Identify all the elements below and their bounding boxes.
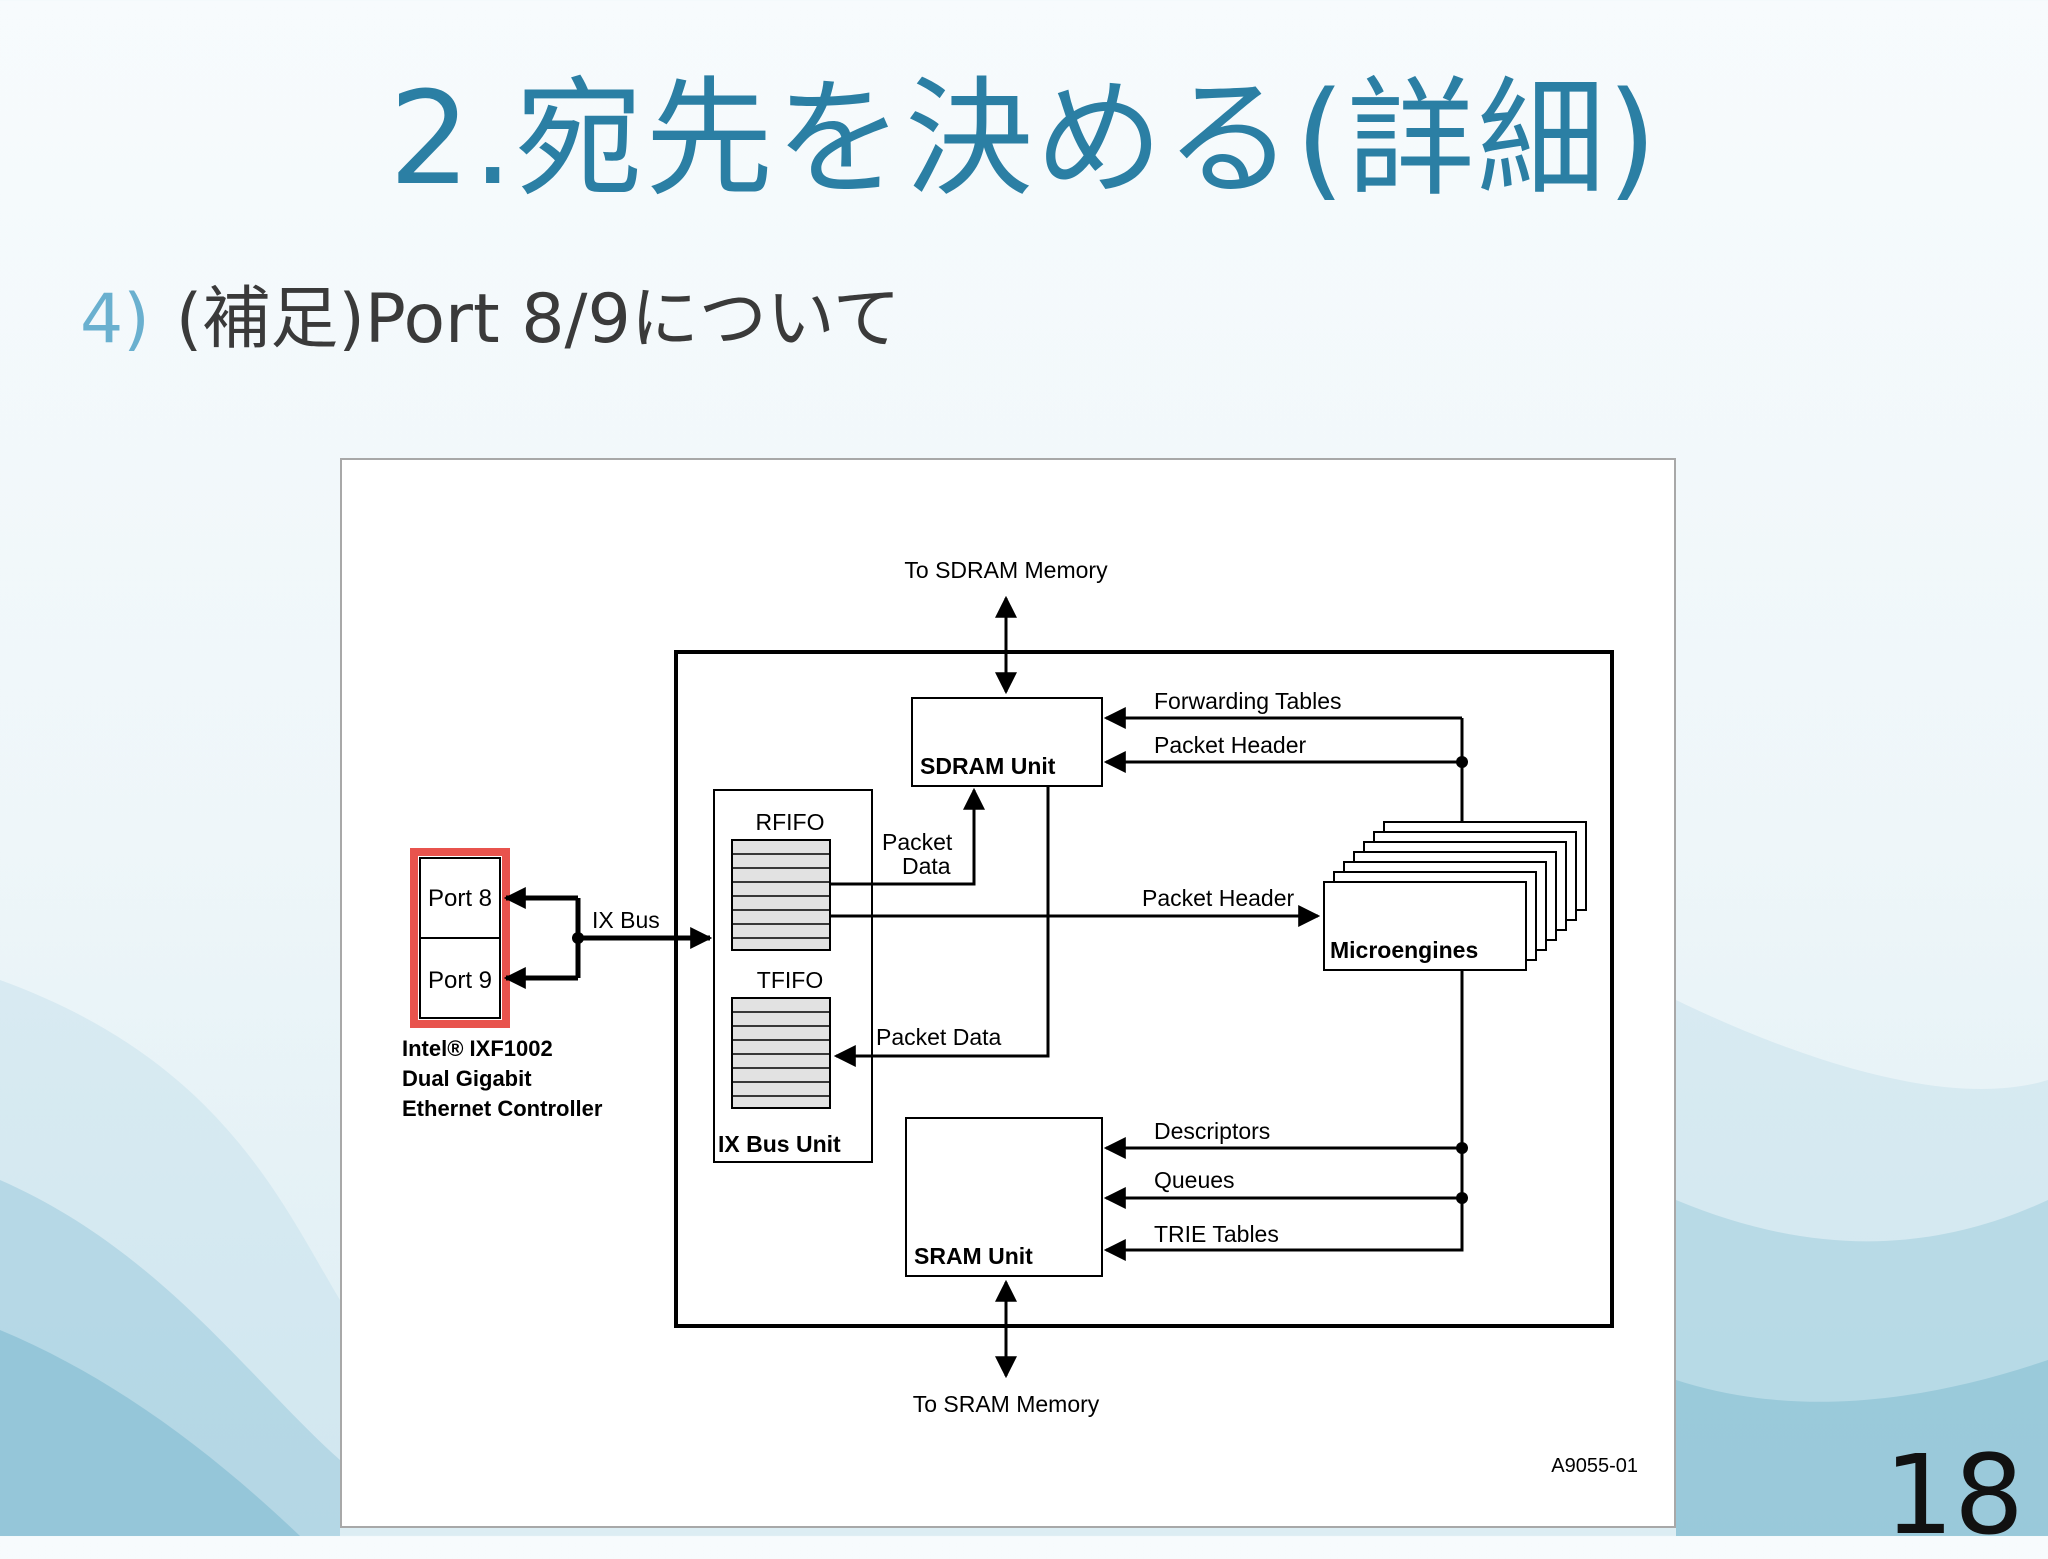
trie-tables-arrow [1103,1198,1464,1261]
ix-bus-unit-label: IX Bus Unit [718,1131,841,1157]
tfifo-label: TFIFO [757,967,823,993]
packet-data-up-label-1: Packet [882,829,953,855]
tfifo-buffer [731,997,831,1109]
junction-dot [1456,1142,1468,1154]
packet-data-tfifo-label: Packet Data [876,1024,1001,1050]
descriptors-label: Descriptors [1154,1118,1270,1144]
block-diagram-figure: To SDRAM Memory SDRAM Unit Forwarding Ta… [340,458,1676,1528]
junction-dot [1456,756,1468,768]
figure-id: A9055-01 [1551,1455,1638,1477]
rfifo-buffer [731,839,831,951]
sram-unit-label: SRAM Unit [914,1243,1033,1269]
page-number: 18 [1884,1431,2024,1559]
forwarding-tables-label: Forwarding Tables [1154,688,1342,714]
to-sdram-label: To SDRAM Memory [904,557,1108,583]
trie-tables-label: TRIE Tables [1154,1221,1279,1247]
port9-label: Port 9 [428,967,492,994]
slide-title: 2.宛先を決める(詳細) [388,65,1659,214]
controller-caption-1: Intel® IXF1002 [402,1036,553,1061]
controller-caption-3: Ethernet Controller [402,1096,603,1121]
packet-data-up-label-2: Data [902,853,951,879]
ix-bus-label: IX Bus [592,907,660,933]
sram-unit-box [905,1117,1103,1277]
bullet-text: (補足)Port 8/9について [175,280,901,359]
packet-header-micro-label: Packet Header [1142,885,1294,911]
microengines-label: Microengines [1330,937,1478,963]
packet-data-to-sdram-arrow [830,787,985,886]
packet-header-sdram-label: Packet Header [1154,732,1306,758]
port9-box [419,937,501,1019]
bullet-item: 4) (補足)Port 8/9について [80,270,901,370]
rfifo-label: RFIFO [756,809,825,835]
queues-label: Queues [1154,1167,1235,1193]
to-sram-label: To SRAM Memory [913,1391,1100,1417]
bullet-number: 4) [80,280,150,359]
sdram-unit-label: SDRAM Unit [920,753,1056,779]
microengines-box [1323,881,1527,971]
controller-caption-2: Dual Gigabit [402,1066,532,1091]
processor-boundary [674,650,1614,1328]
packet-data-to-tfifo-arrow [833,786,1050,1067]
block-diagram: To SDRAM Memory SDRAM Unit Forwarding Ta… [402,557,1638,1477]
ix-bus-junction [572,932,584,944]
port8-label: Port 8 [428,885,492,912]
port-highlight-frame [410,848,510,1028]
sdram-unit-box [911,697,1103,787]
